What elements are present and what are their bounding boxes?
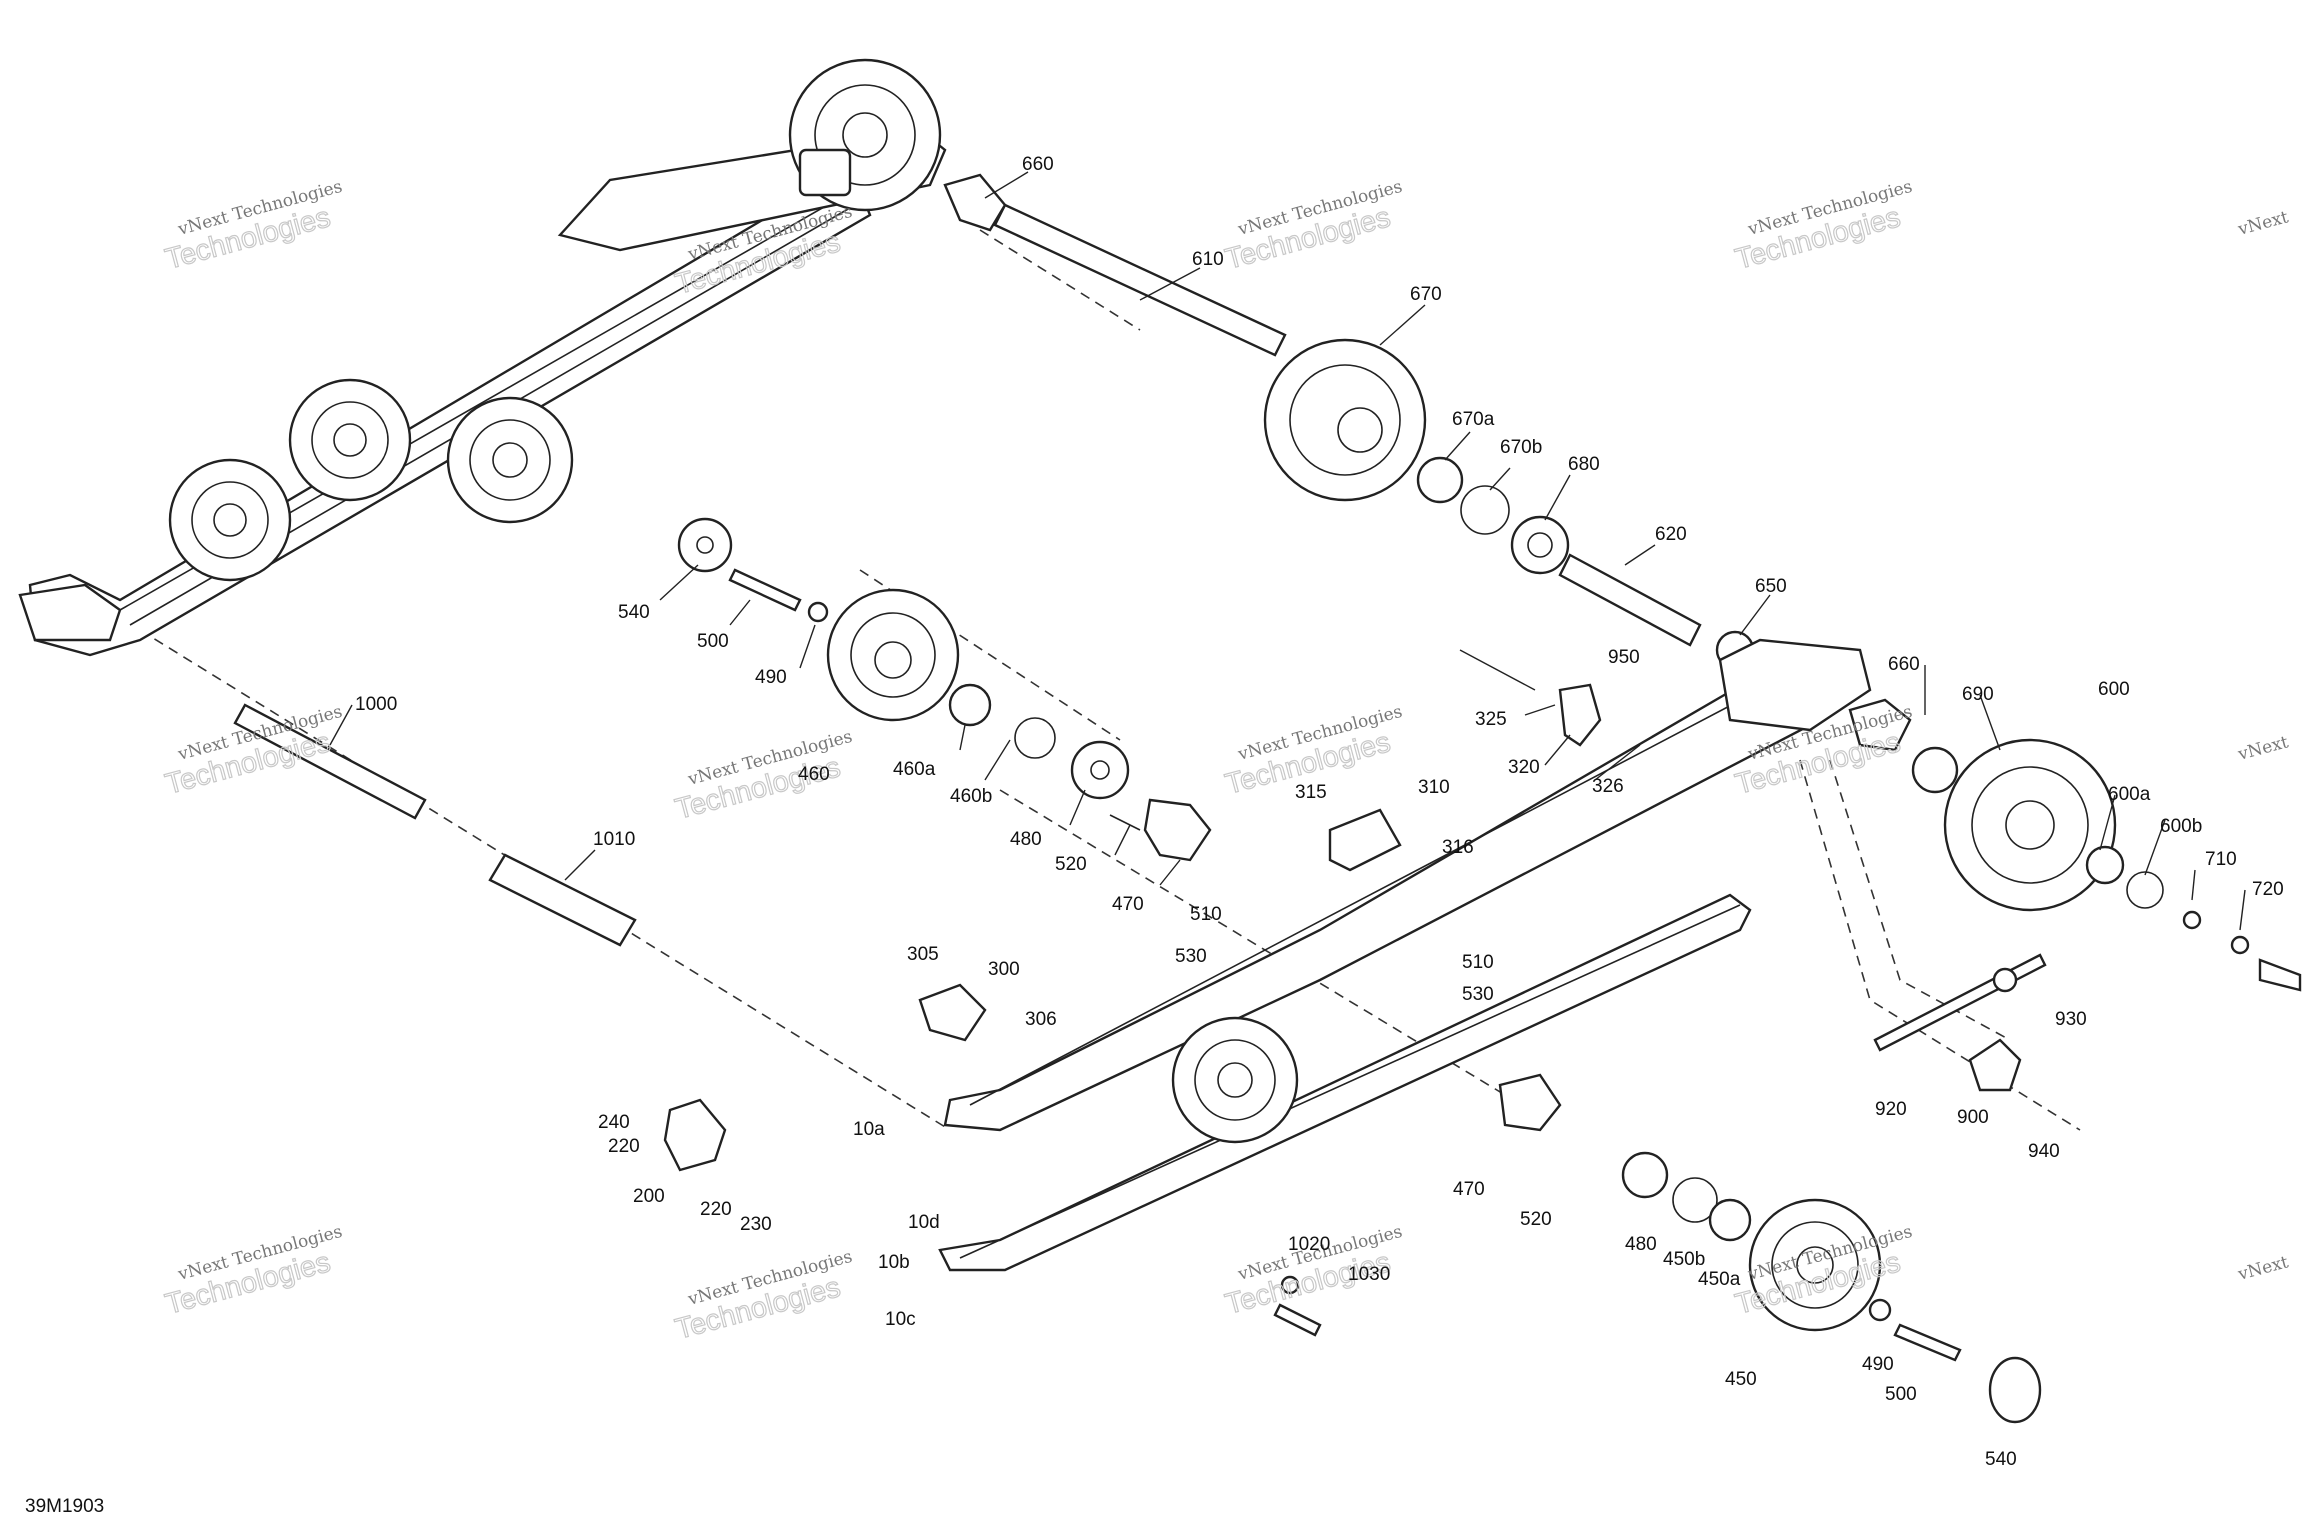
callout-1000: 1000 — [355, 694, 397, 715]
left-rail-wheel-2 — [288, 378, 412, 502]
callout-930: 930 — [2055, 1009, 2087, 1030]
callout-470-lower: 470 — [1453, 1179, 1485, 1200]
upper-shaft-group — [943, 173, 1755, 670]
callout-460b: 460b — [950, 786, 992, 807]
callout-10d: 10d — [908, 1212, 940, 1233]
callout-490: 490 — [755, 667, 787, 688]
callout-520: 520 — [1055, 854, 1087, 875]
diagram-reference-code: 39M1903 — [25, 1496, 104, 1517]
leader-lines — [329, 171, 2246, 931]
callout-670: 670 — [1410, 284, 1442, 305]
cross-shafts-lower — [233, 703, 637, 947]
callout-520-lower: 520 — [1520, 1209, 1552, 1230]
callout-610: 610 — [1192, 249, 1224, 270]
callout-470: 470 — [1112, 894, 1144, 915]
callout-315: 315 — [1295, 782, 1327, 803]
callout-620: 620 — [1655, 524, 1687, 545]
callout-305: 305 — [907, 944, 939, 965]
watermark-layer: vNext Technologies Technologies vNext Te… — [161, 177, 2291, 1347]
callout-490-lower: 490 — [1862, 1354, 1894, 1375]
callout-320: 320 — [1508, 757, 1540, 778]
callout-200: 200 — [633, 1186, 665, 1207]
callout-1020: 1020 — [1288, 1234, 1330, 1255]
callout-670b: 670b — [1500, 437, 1542, 458]
callout-326: 326 — [1592, 776, 1624, 797]
callout-900: 900 — [1957, 1107, 1989, 1128]
callout-300: 300 — [988, 959, 1020, 980]
svg-text:vNext: vNext — [2235, 732, 2291, 765]
callout-316: 316 — [1442, 837, 1474, 858]
callout-920: 920 — [1875, 1099, 1907, 1120]
callout-720: 720 — [2252, 879, 2284, 900]
right-rail-wheel — [1171, 1016, 1299, 1144]
callout-500-lower: 500 — [1885, 1384, 1917, 1405]
callout-670a: 670a — [1452, 409, 1495, 430]
callout-480: 480 — [1010, 829, 1042, 850]
callout-450: 450 — [1725, 1369, 1757, 1390]
callout-306: 306 — [1025, 1009, 1057, 1030]
callout-600a: 600a — [2108, 784, 2151, 805]
right-rail-assembly — [938, 638, 1872, 1272]
idler-wheel-670 — [1263, 338, 1427, 502]
callout-940: 940 — [2028, 1141, 2060, 1162]
callout-600: 600 — [2098, 679, 2130, 700]
callout-10a: 10a — [853, 1119, 885, 1140]
callout-450b: 450b — [1663, 1249, 1705, 1270]
callout-450a: 450a — [1698, 1269, 1741, 1290]
callout-600b: 600b — [2160, 816, 2202, 837]
middle-wheel-460 — [677, 517, 1212, 862]
svg-text:vNext: vNext — [2235, 207, 2291, 240]
svg-text:vNext: vNext — [2235, 1252, 2291, 1285]
callout-240: 240 — [598, 1112, 630, 1133]
callout-310: 310 — [1418, 777, 1450, 798]
callout-510: 510 — [1190, 904, 1222, 925]
callout-660-right: 660 — [1888, 654, 1920, 675]
callout-10c: 10c — [885, 1309, 916, 1330]
callout-460a: 460a — [893, 759, 936, 780]
callout-230: 230 — [740, 1214, 772, 1235]
callout-10b: 10b — [878, 1252, 910, 1273]
callout-660: 660 — [1022, 154, 1054, 175]
callout-540-lower: 540 — [1985, 1449, 2017, 1470]
left-rail-wheel-3 — [446, 396, 574, 524]
lower-wheel-450 — [1621, 1151, 2042, 1424]
callout-1030: 1030 — [1348, 1264, 1390, 1285]
callout-650: 650 — [1755, 576, 1787, 597]
callout-1010: 1010 — [593, 829, 635, 850]
rear-wheel-600 — [1848, 698, 2302, 992]
callout-510-right: 510 — [1462, 952, 1494, 973]
small-components — [663, 683, 2047, 1337]
callout-500: 500 — [697, 631, 729, 652]
callout-labels: 660 610 670 670a 670b 680 620 650 540 50… — [355, 154, 2284, 1470]
callout-530: 530 — [1175, 946, 1207, 967]
callout-480-lower: 480 — [1625, 1234, 1657, 1255]
callout-325: 325 — [1475, 709, 1507, 730]
callout-530-right: 530 — [1462, 984, 1494, 1005]
left-rail-wheel-1 — [168, 458, 292, 582]
callout-690: 690 — [1962, 684, 1994, 705]
callout-460: 460 — [798, 764, 830, 785]
left-rail-assembly — [18, 58, 947, 657]
callout-950: 950 — [1608, 647, 1640, 668]
callout-710: 710 — [2205, 849, 2237, 870]
callout-680: 680 — [1568, 454, 1600, 475]
callout-540: 540 — [618, 602, 650, 623]
callout-220: 220 — [608, 1136, 640, 1157]
callout-220-lower: 220 — [700, 1199, 732, 1220]
